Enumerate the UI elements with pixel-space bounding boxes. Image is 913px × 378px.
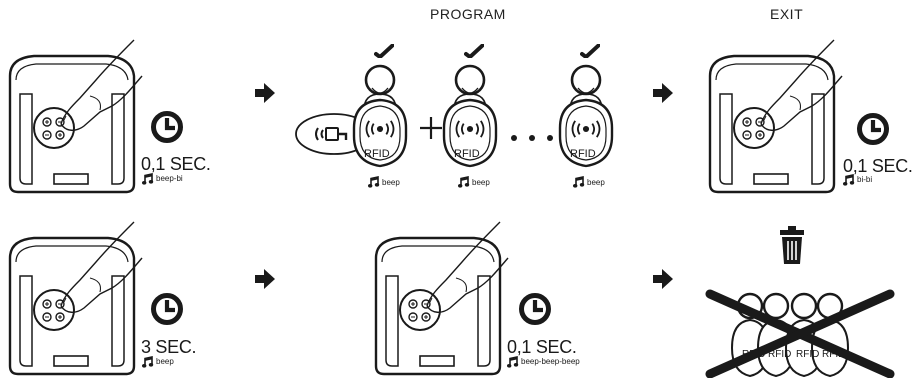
music-note-icon	[142, 173, 154, 185]
sound-label: beep-bi	[156, 174, 183, 183]
press-duration: 3 SEC.	[141, 337, 197, 357]
reader-icon	[315, 127, 348, 141]
cross-out-icon	[705, 289, 895, 378]
sound-label: beep	[472, 178, 490, 187]
press-duration: 0,1 SEC.	[843, 156, 913, 176]
music-note-icon	[458, 176, 470, 188]
keypad-device-illustration	[704, 36, 844, 196]
right-arrow-icon	[652, 268, 674, 290]
sound-label: beep	[587, 178, 605, 187]
rfid-label: RFID	[742, 349, 766, 360]
sound-label: beep	[382, 178, 400, 187]
music-note-icon	[573, 176, 585, 188]
trash-icon	[780, 226, 804, 264]
press-duration: 0,1 SEC.	[507, 337, 577, 357]
keypad-device-illustration	[370, 218, 510, 378]
rfid-label: RFID	[822, 349, 846, 360]
rfid-label: RFID	[570, 148, 596, 160]
clock-icon	[856, 112, 890, 146]
checkmark-icon	[582, 45, 599, 57]
music-note-icon	[368, 176, 380, 188]
checkmark-icon	[376, 45, 393, 57]
keypad-device-illustration	[4, 36, 144, 196]
music-note-icon	[507, 356, 519, 368]
exit-heading: EXIT	[770, 6, 804, 22]
music-note-icon	[142, 356, 154, 368]
right-arrow-icon	[254, 268, 276, 290]
sound-label: beep	[156, 357, 174, 366]
press-duration: 0,1 SEC.	[141, 154, 211, 174]
rfid-label: RFID	[768, 349, 792, 360]
rfid-label: RFID	[796, 349, 820, 360]
sound-label: beep-beep-beep	[521, 357, 580, 366]
clock-icon	[150, 292, 184, 326]
checkmark-icon	[466, 45, 483, 57]
right-arrow-icon	[652, 82, 674, 104]
program-heading: PROGRAM	[430, 6, 506, 22]
music-note-icon	[843, 174, 855, 186]
rfid-label: RFID	[364, 148, 390, 160]
delete-all-tags-illustration	[700, 222, 900, 378]
clock-icon	[518, 292, 552, 326]
sound-label: bi-bi	[857, 175, 873, 184]
rfid-label: RFID	[454, 148, 480, 160]
right-arrow-icon	[254, 82, 276, 104]
clock-icon	[150, 110, 184, 144]
keypad-device-illustration	[4, 218, 144, 378]
program-tags-illustration	[292, 40, 622, 200]
